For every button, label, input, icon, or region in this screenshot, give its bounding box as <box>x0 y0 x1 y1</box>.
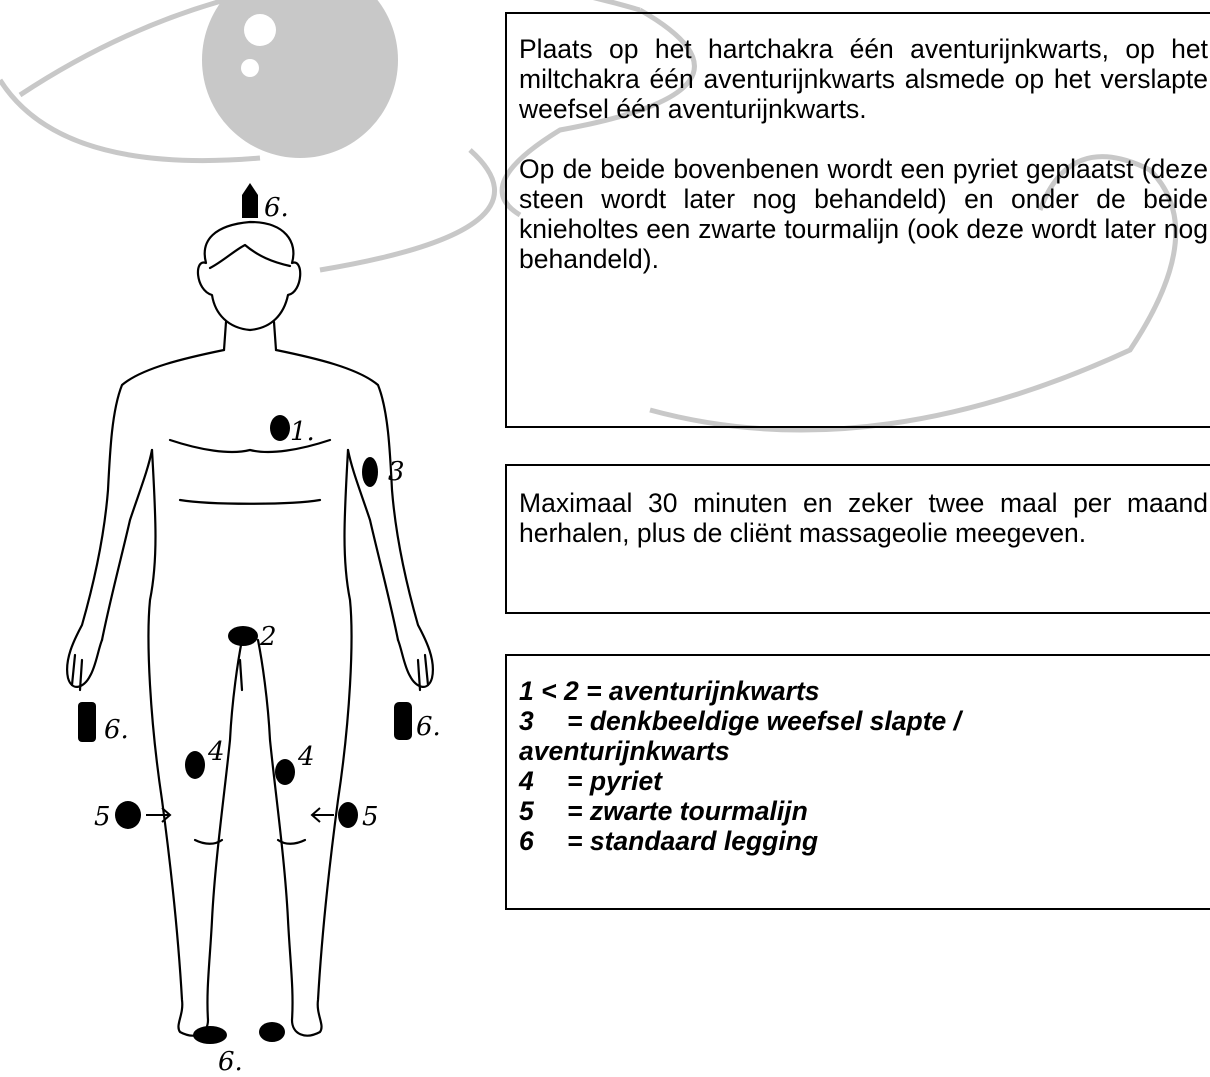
label-knee-right: 5 <box>362 802 379 832</box>
legend-item: 5= zwarte tourmalijn <box>519 796 1208 826</box>
label-hand-right: 6. <box>416 712 441 742</box>
eye-iris <box>202 0 398 158</box>
legend-text: = pyriet <box>567 766 662 796</box>
legend-text: = standaard legging <box>567 826 818 856</box>
legend-item: 4= pyriet <box>519 766 1208 796</box>
legend-text: aventurijnkwarts <box>519 736 730 766</box>
label-knee-left: 5 <box>94 802 111 832</box>
body-figure: 6. 1. 3 2 6. 6. 4 4 5 5 6. <box>0 170 480 1077</box>
stone-spleen <box>228 626 258 646</box>
stone-heart <box>270 415 290 441</box>
legend-box: 1 < 2 = aventurijnkwarts 3= denkbeeldige… <box>505 654 1210 910</box>
stone-hand-right <box>394 702 412 740</box>
legend-text: = denkbeeldige weefsel slapte / <box>567 706 961 736</box>
stone-hand-left <box>78 702 96 742</box>
duration-note: Maximaal 30 minuten en zeker twee maal p… <box>519 488 1208 548</box>
label-hand-left: 6. <box>104 715 129 745</box>
arrows <box>146 808 334 822</box>
label-head: 6. <box>264 193 289 223</box>
stone-foot-right <box>259 1022 285 1042</box>
legend-item: 1 < 2 = aventurijnkwarts <box>519 676 1208 706</box>
stone-knee-right <box>338 802 358 828</box>
stone-arm <box>362 457 378 487</box>
label-feet: 6. <box>218 1047 243 1077</box>
legend-item: 6= standaard legging <box>519 826 1208 856</box>
instructions-paragraph-1: Plaats op het hartchakra één aventurijnk… <box>519 34 1208 124</box>
arrow-knee-left <box>146 808 170 822</box>
label-thigh-left: 4 <box>207 737 225 767</box>
label-thigh-right: 4 <box>297 742 315 772</box>
legend-item: 3= denkbeeldige weefsel slapte / <box>519 706 1208 736</box>
legend-text: = zwarte tourmalijn <box>567 796 808 826</box>
arrow-knee-right <box>312 808 334 822</box>
legend-text: = aventurijnkwarts <box>586 676 819 706</box>
stone-knee-left <box>115 801 141 829</box>
label-heart: 1. <box>290 417 315 447</box>
legend-key: 5 <box>519 796 567 826</box>
duration-box: Maximaal 30 minuten en zeker twee maal p… <box>505 464 1210 614</box>
legend-key: 3 <box>519 706 567 736</box>
label-spleen: 2 <box>259 622 277 652</box>
stone-head <box>242 183 258 218</box>
legend-key: 6 <box>519 826 567 856</box>
legend-key: 4 <box>519 766 567 796</box>
instructions-paragraph-2: Op de beide bovenbenen wordt een pyriet … <box>519 154 1208 274</box>
legend-item: aventurijnkwarts <box>519 736 1208 766</box>
instructions-box: Plaats op het hartchakra één aventurijnk… <box>505 12 1210 428</box>
stone-thigh-left <box>185 751 205 779</box>
stone-foot-left <box>193 1026 227 1044</box>
label-arm: 3 <box>388 457 405 487</box>
stone-thigh-right <box>275 759 295 785</box>
legend-key: 1 < 2 <box>519 676 579 706</box>
stone-markers <box>78 183 412 1044</box>
